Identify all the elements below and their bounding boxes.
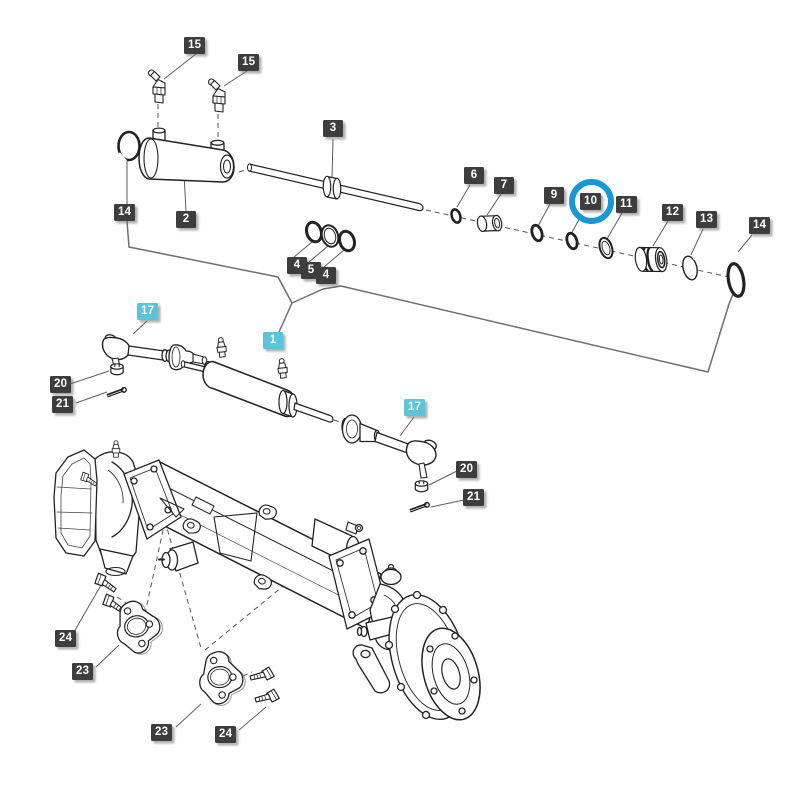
part-badge-7[interactable]: 7 <box>494 177 514 194</box>
part-badge-1[interactable]: 1 <box>263 332 283 349</box>
steering-cylinder-tube-2-drawing <box>138 127 235 183</box>
castle-nut-20-right-drawing <box>414 480 429 493</box>
steering-cylinder-assembly-1-drawing <box>180 336 334 423</box>
o-ring-14-right-drawing <box>726 262 746 298</box>
bolts-24-bottom-drawing <box>248 665 281 708</box>
part-badge-9[interactable]: 9 <box>544 187 564 204</box>
part-badge-10[interactable]: 10 <box>580 193 602 210</box>
part-badge-23-bottom[interactable]: 23 <box>151 724 173 741</box>
part-badge-21-left[interactable]: 21 <box>52 396 74 413</box>
snap-ring-14-left-drawing <box>117 130 141 163</box>
part-badge-24-bottom[interactable]: 24 <box>215 726 237 743</box>
grease-fitting-15b-drawing <box>207 78 226 113</box>
front-axle-housing-drawing <box>53 440 481 721</box>
part-badge-20-right[interactable]: 20 <box>456 461 478 478</box>
part-badge-2[interactable]: 2 <box>176 211 196 228</box>
part-badge-14-right[interactable]: 14 <box>749 217 771 234</box>
castle-nut-20-left-drawing <box>110 363 124 376</box>
bushing-7-drawing <box>476 214 503 233</box>
gland-nut-12-drawing <box>634 246 668 273</box>
grease-fitting-15a-drawing <box>147 69 166 104</box>
assembly-bracket-lines <box>126 220 734 373</box>
part-badge-23-left[interactable]: 23 <box>72 663 94 680</box>
dashed-alignment-lines <box>116 104 730 677</box>
part-badge-15b[interactable]: 15 <box>238 54 260 71</box>
seal-kit-parts-6-14-drawing <box>450 208 746 298</box>
part-badge-20-left[interactable]: 20 <box>50 376 72 393</box>
piston-rod-3-drawing <box>247 163 424 212</box>
cotter-pin-21-left-drawing <box>105 386 128 398</box>
part-badge-21-right[interactable]: 21 <box>463 489 485 506</box>
leader-lines <box>69 53 753 731</box>
steering-knuckle-drawing <box>352 563 409 694</box>
cotter-pin-21-right-drawing <box>408 501 431 513</box>
part-badge-17-left[interactable]: 17 <box>137 303 159 320</box>
gasket-23-bottom-drawing <box>196 649 248 708</box>
part-badge-11[interactable]: 11 <box>616 196 637 213</box>
part-badge-4b[interactable]: 4 <box>316 267 336 284</box>
seal-9-drawing <box>530 223 544 243</box>
differential-housing-drawing <box>53 440 145 577</box>
o-ring-6-drawing <box>450 208 462 224</box>
part-badge-15a[interactable]: 15 <box>184 37 206 54</box>
seal-rings-4-5-4-drawing <box>304 220 357 253</box>
tie-rod-end-17-right-drawing <box>341 414 437 479</box>
o-ring-13-drawing <box>682 253 700 281</box>
tie-rod-end-17-left-drawing <box>101 334 208 373</box>
part-badge-3[interactable]: 3 <box>323 120 343 137</box>
part-badge-6[interactable]: 6 <box>464 167 484 184</box>
axle-tube-drawing <box>123 459 388 630</box>
part-badge-13[interactable]: 13 <box>696 211 718 228</box>
seal-11-drawing <box>598 236 614 260</box>
wheel-hub-drawing <box>384 590 481 721</box>
seal-10-drawing <box>565 231 579 251</box>
part-badge-14-left[interactable]: 14 <box>114 204 136 221</box>
part-badge-24-left[interactable]: 24 <box>55 630 77 647</box>
part-badge-12[interactable]: 12 <box>662 204 684 221</box>
highlight-circle <box>569 179 614 224</box>
part-badge-17-right[interactable]: 17 <box>404 399 426 416</box>
